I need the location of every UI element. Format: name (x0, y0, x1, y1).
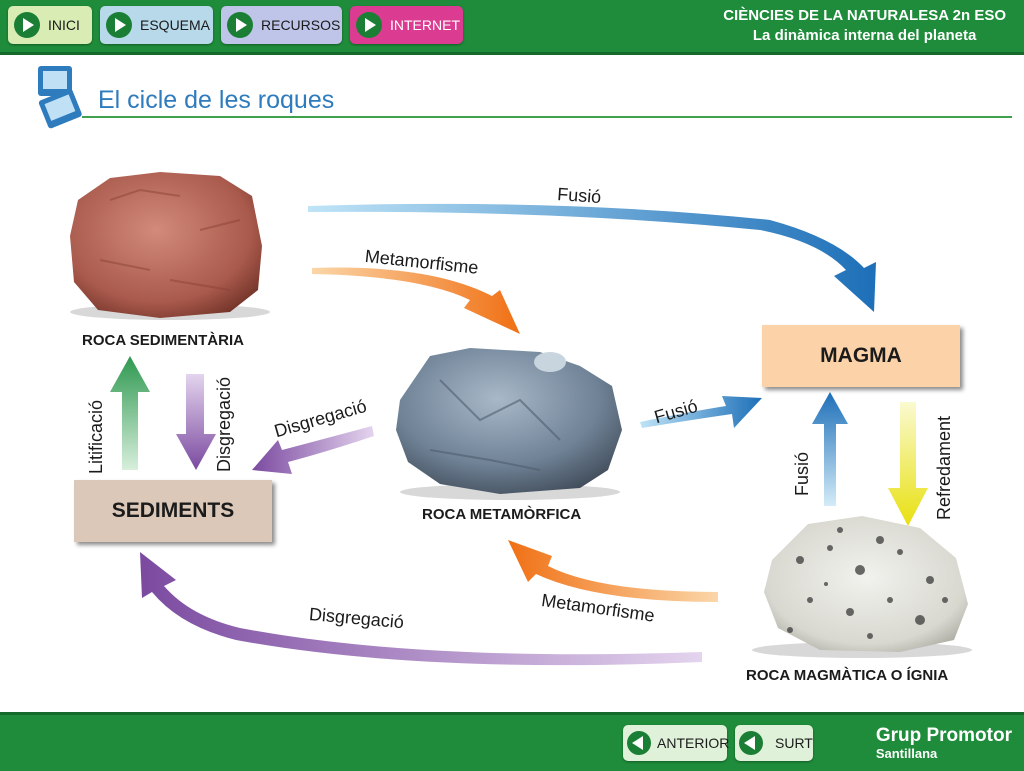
nav-label: RECURSOS (261, 17, 341, 33)
nav-label: INTERNET (390, 17, 460, 33)
igneous-rock-image (752, 516, 972, 658)
sedimentary-rock-image (70, 172, 270, 320)
arrow-fusio-right (812, 392, 848, 506)
surt-button[interactable]: SURT (735, 725, 813, 761)
brand-subtitle: Santillana (875, 746, 938, 761)
arrow-metamorfisme-top (312, 267, 520, 334)
arrow-metamorfisme-bottom (508, 540, 718, 602)
page-title: El cicle de les roques (98, 86, 335, 114)
title-divider (82, 116, 1012, 118)
surt-label: SURT (775, 735, 813, 751)
nav-button-recursos[interactable]: RECURSOS (221, 6, 342, 44)
anterior-button[interactable]: ANTERIOR (623, 725, 730, 761)
nav-button-esquema[interactable]: ESQUEMA (100, 6, 213, 44)
play-icon (227, 12, 253, 38)
arrow-disgregacio-bottom (140, 552, 702, 666)
anterior-label: ANTERIOR (657, 735, 730, 751)
brand-name: Grup Promotor (875, 725, 1012, 746)
course-heading: CIÈNCIES DE LA NATURALESA 2n ESO La dinà… (723, 6, 1006, 46)
back-arrow-icon (627, 731, 651, 755)
process-label-litificacio: Litificació (86, 399, 106, 474)
label-sedimentary-rock: ROCA SEDIMENTÀRIA (82, 332, 244, 349)
process-label-fusio-right: Fusió (792, 451, 812, 496)
arrow-disgregacio-left (176, 374, 216, 470)
nav-button-inici[interactable]: INICI (8, 6, 92, 44)
process-label-disgregacio-left: Disgregació (214, 376, 234, 472)
bottom-bar: ANTERIOR SURT Grup Promotor Santillana (0, 712, 1024, 771)
play-icon (106, 12, 132, 38)
process-label-refredament: Refredament (934, 415, 954, 520)
label-igneous-rock: ROCA MAGMÀTICA O ÍGNIA (746, 667, 949, 684)
play-icon (356, 12, 382, 38)
arrow-refredament (888, 402, 928, 526)
course-subject: CIÈNCIES DE LA NATURALESA 2n ESO (723, 7, 1006, 24)
back-arrow-icon (739, 731, 763, 755)
arrow-disgregacio-mid (252, 426, 374, 474)
sediments-box: SEDIMENTS (74, 480, 272, 542)
magma-box: MAGMA (762, 325, 960, 387)
publisher-logo: Grup Promotor Santillana (875, 725, 1012, 763)
arrow-litificacio (110, 356, 150, 470)
label-metamorphic-rock: ROCA METAMÒRFICA (422, 506, 582, 523)
nav-label: ESQUEMA (140, 17, 211, 33)
screens-logo-icon (38, 66, 82, 129)
metamorphic-rock-image (396, 348, 622, 500)
nav-button-internet[interactable]: INTERNET (350, 6, 463, 44)
process-label-fusio-top: Fusió (556, 184, 602, 208)
arrow-fusio-mid (640, 396, 762, 428)
top-navigation-bar: INICI ESQUEMA RECURSOS INTERNET CIÈNCIES… (0, 0, 1024, 55)
course-unit: La dinàmica interna del planeta (752, 27, 977, 44)
play-icon (14, 12, 40, 38)
nav-label: INICI (48, 17, 80, 33)
